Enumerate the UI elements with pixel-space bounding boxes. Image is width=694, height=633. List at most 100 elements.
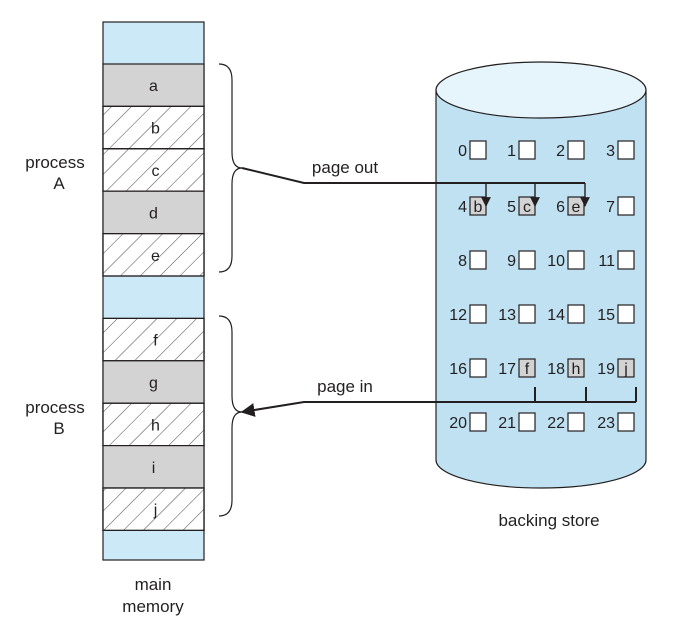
slot-empty-box bbox=[469, 250, 487, 270]
slot-9: 9 bbox=[507, 250, 536, 270]
slot-empty-box bbox=[469, 304, 487, 324]
slot-empty-box bbox=[617, 196, 635, 216]
main-memory-label-line1: main bbox=[135, 575, 172, 594]
slot-empty-box bbox=[469, 140, 487, 160]
slot-number: 9 bbox=[507, 253, 516, 270]
memory-page-hatch bbox=[102, 233, 205, 277]
slot-page-label: b bbox=[474, 199, 483, 216]
slot-empty-box bbox=[567, 304, 585, 324]
slot-8: 8 bbox=[458, 250, 487, 270]
memory-page-hatch bbox=[102, 317, 205, 362]
memory-page-box bbox=[102, 190, 205, 235]
slot-number: 1 bbox=[507, 143, 516, 160]
main-memory-label-line2: memory bbox=[122, 597, 184, 616]
process-b-label-line2: B bbox=[53, 419, 64, 438]
slot-number: 13 bbox=[498, 307, 516, 324]
slot-2: 2 bbox=[556, 140, 585, 160]
slot-11: 11 bbox=[598, 250, 635, 270]
slot-14: 14 bbox=[547, 304, 585, 324]
slot-13: 13 bbox=[498, 304, 536, 324]
memory-page-label: g bbox=[149, 375, 158, 392]
slot-page-box bbox=[567, 358, 585, 378]
slot-empty-box bbox=[617, 140, 635, 160]
slot-number: 23 bbox=[597, 415, 615, 432]
memory-page-h: h bbox=[102, 402, 205, 447]
slot-1: 1 bbox=[507, 140, 536, 160]
memory-page-box bbox=[102, 360, 205, 404]
main-memory-column: a b cde f g h i j bbox=[102, 21, 205, 561]
slot-number: 15 bbox=[597, 307, 615, 324]
slot-0: 0 bbox=[458, 140, 487, 160]
memory-page-hatch bbox=[102, 402, 205, 447]
slot-23: 23 bbox=[597, 412, 635, 432]
memory-page-box bbox=[102, 63, 205, 108]
slot-15: 15 bbox=[597, 304, 635, 324]
slot-page-label: h bbox=[572, 361, 581, 378]
slot-empty-box bbox=[567, 140, 585, 160]
slot-number: 22 bbox=[547, 415, 565, 432]
process-b-label-line1: process bbox=[25, 398, 85, 417]
slot-empty-box bbox=[469, 412, 487, 432]
backing-store-label: backing store bbox=[498, 511, 599, 530]
memory-page-box bbox=[102, 445, 205, 489]
slot-empty-box bbox=[518, 412, 536, 432]
slot-number: 16 bbox=[449, 361, 467, 378]
memory-page-label: c bbox=[152, 163, 160, 180]
memory-page-label: i bbox=[152, 460, 156, 477]
page-out-arrow bbox=[241, 167, 590, 207]
process-a-label-line1: process bbox=[25, 153, 85, 172]
slot-empty-box bbox=[567, 250, 585, 270]
slot-empty-box bbox=[518, 140, 536, 160]
page-in-arrow bbox=[240, 387, 637, 417]
memory-page-hatch bbox=[102, 148, 205, 192]
memory-page-label: h bbox=[151, 417, 160, 434]
slot-10: 10 bbox=[547, 250, 585, 270]
memory-pages: a b cde f g h i j bbox=[102, 63, 205, 532]
memory-page-g: g bbox=[102, 360, 205, 404]
slot-number: 3 bbox=[606, 143, 615, 160]
memory-page-label: a bbox=[149, 78, 158, 95]
slot-number: 12 bbox=[449, 307, 467, 324]
slot-page-label: c bbox=[523, 199, 531, 216]
memory-page-label: e bbox=[151, 248, 160, 265]
memory-page-label: f bbox=[153, 333, 158, 350]
slot-empty-box bbox=[567, 412, 585, 432]
memory-page-i: i bbox=[102, 445, 205, 489]
slot-7: 7 bbox=[606, 196, 635, 216]
slot-empty-box bbox=[469, 358, 487, 378]
slot-empty-box bbox=[617, 250, 635, 270]
process-a-brace bbox=[218, 63, 243, 273]
slot-page-label: f bbox=[525, 361, 530, 378]
memory-page-label: b bbox=[151, 121, 160, 138]
memory-page-b: b bbox=[102, 105, 205, 150]
slot-number: 5 bbox=[507, 199, 516, 216]
slot-empty-box bbox=[617, 412, 635, 432]
slot-page-box bbox=[518, 358, 536, 378]
memory-page-f: f bbox=[102, 317, 205, 362]
slot-number: 20 bbox=[449, 415, 467, 432]
memory-page-label: j bbox=[153, 502, 158, 519]
memory-page-a: a bbox=[102, 63, 205, 108]
slot-empty-box bbox=[617, 304, 635, 324]
memory-page-d: d bbox=[102, 190, 205, 235]
slot-16: 16 bbox=[449, 358, 487, 378]
slot-22: 22 bbox=[547, 412, 585, 432]
slot-page-label: j bbox=[623, 361, 628, 378]
slot-12: 12 bbox=[449, 304, 487, 324]
memory-page-j: j bbox=[102, 487, 205, 532]
slot-page-box bbox=[617, 358, 635, 378]
slot-3: 3 bbox=[606, 140, 635, 160]
memory-page-c: c bbox=[102, 148, 205, 192]
page-in-label: page in bbox=[317, 377, 373, 396]
cylinder-top bbox=[435, 61, 647, 119]
slot-number: 17 bbox=[498, 361, 516, 378]
slot-18: 18 h bbox=[547, 358, 585, 378]
slot-number: 6 bbox=[556, 199, 565, 216]
page-out-label: page out bbox=[312, 158, 378, 177]
slot-number: 18 bbox=[547, 361, 565, 378]
